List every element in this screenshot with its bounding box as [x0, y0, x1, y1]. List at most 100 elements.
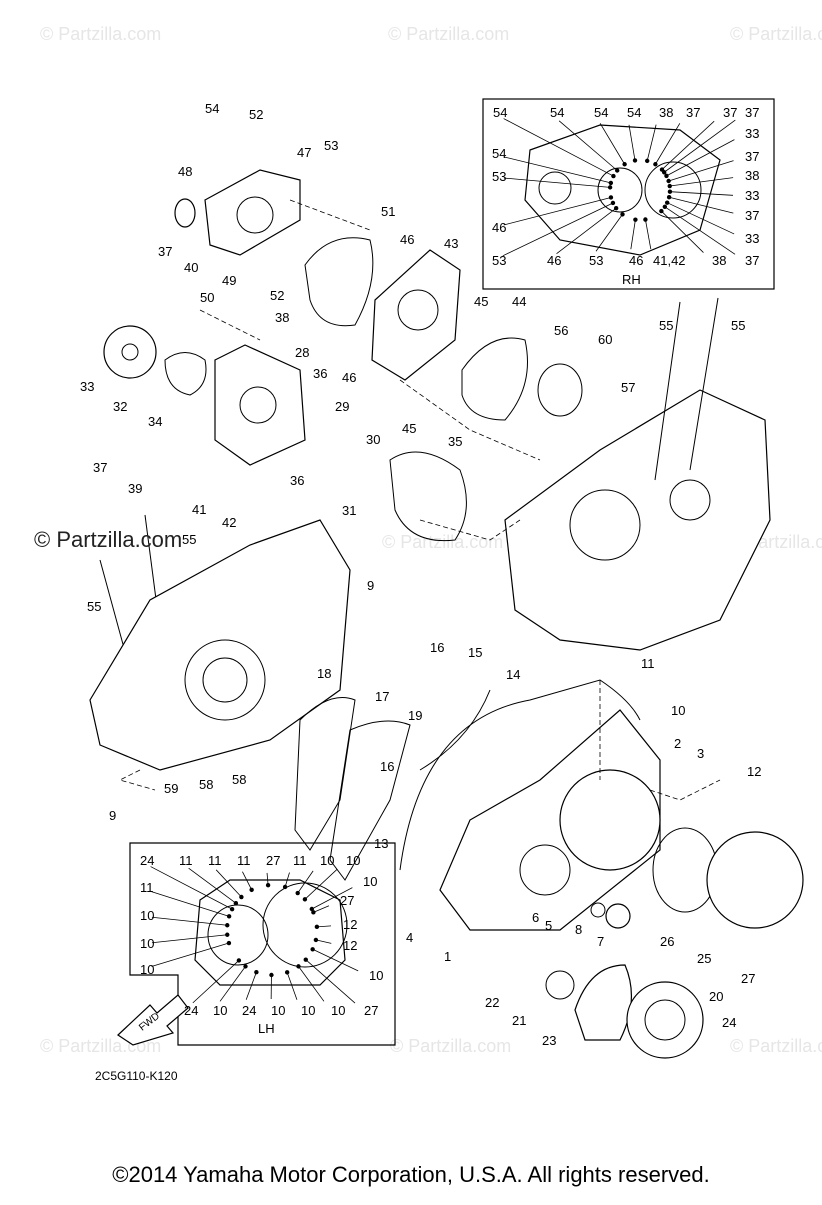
- part-drawings: [90, 170, 803, 1058]
- part-callout: 23: [542, 1033, 556, 1048]
- bolt-point: [249, 888, 253, 892]
- gasket-34: [165, 353, 206, 396]
- part-callout: 56: [554, 323, 568, 338]
- part-callout: 47: [297, 145, 311, 160]
- rh-inset-callout: 54: [492, 146, 506, 161]
- bolt-point: [269, 973, 273, 977]
- bolt-point: [665, 200, 669, 204]
- guide-19: [330, 721, 410, 880]
- bolt-point: [611, 174, 615, 178]
- part-callout: 10: [671, 703, 685, 718]
- gasket-44: [462, 338, 528, 420]
- part-callout: 31: [342, 503, 356, 518]
- pipe-14: [420, 690, 490, 770]
- lh-inset-callout: 11: [237, 853, 251, 868]
- lh-inset-callout: 11: [208, 853, 222, 868]
- bolt-point: [609, 195, 613, 199]
- lh-inset-callout: 27: [340, 893, 354, 908]
- part-callout: 16: [430, 640, 444, 655]
- rh-inset-callout: 53: [492, 253, 506, 268]
- rh-inset-callout: 54: [627, 105, 641, 120]
- part-callout: 58: [232, 772, 246, 787]
- watermark: © Partzilla.com: [388, 24, 509, 44]
- part-callout: 46: [342, 370, 356, 385]
- part-callout: 40: [184, 260, 198, 275]
- gasket-35: [390, 452, 466, 541]
- part-callout: 20: [709, 989, 723, 1004]
- rh-inset-callout: 33: [745, 126, 759, 141]
- rh-inset-callout: 46: [547, 253, 561, 268]
- rh-inset-callout: 46: [492, 220, 506, 235]
- part-callout: 36: [313, 366, 327, 381]
- plate-21: [546, 971, 574, 999]
- bolt-point: [234, 901, 238, 905]
- assembly-line: [400, 380, 540, 460]
- lh-inset-callout: 10: [363, 874, 377, 889]
- bolt-point: [668, 190, 672, 194]
- part-callout: 13: [374, 836, 388, 851]
- generator-cover-dome: [560, 770, 660, 870]
- part-callout: 29: [335, 399, 349, 414]
- part-callout: 50: [200, 290, 214, 305]
- part-callout: 19: [408, 708, 422, 723]
- lh-inset-callout: 10: [301, 1003, 315, 1018]
- part-callout: 12: [747, 764, 761, 779]
- bolt-point: [227, 914, 231, 918]
- gasket-26: [653, 828, 717, 912]
- part-callout: 43: [444, 236, 458, 251]
- guide-17: [295, 698, 355, 851]
- watermark: © Partzilla.com: [390, 1036, 511, 1056]
- cover-28: [215, 345, 305, 465]
- bolt-point: [611, 201, 615, 205]
- bolt-point: [659, 209, 663, 213]
- bolt-point: [666, 179, 670, 183]
- lh-inset-callout: 27: [364, 1003, 378, 1018]
- copyright-footer: ©2014 Yamaha Motor Corporation, U.S.A. A…: [0, 1162, 822, 1188]
- part-callout: 38: [275, 310, 289, 325]
- cover-43: [372, 250, 460, 380]
- part-callout: 25: [697, 951, 711, 966]
- part-callout: 42: [222, 515, 236, 530]
- part-callout: 14: [506, 667, 520, 682]
- part-callout: 34: [148, 414, 162, 429]
- oring-8: [591, 903, 605, 917]
- rh-inset-callout: 33: [745, 231, 759, 246]
- bolt-point: [285, 970, 289, 974]
- part-callout: 35: [448, 434, 462, 449]
- bolt-point: [230, 907, 234, 911]
- bolt-point: [622, 162, 626, 166]
- rh-inset-callout: 37: [745, 105, 759, 120]
- part-callout: 4: [406, 930, 413, 945]
- part-callout: 16: [380, 759, 394, 774]
- rh-inset-callout: 53: [589, 253, 603, 268]
- lh-inset-callout: 24: [140, 853, 154, 868]
- part-callout: 41: [192, 502, 206, 517]
- lh-inset-callout: 10: [331, 1003, 345, 1018]
- lh-inset-callout: 10: [271, 1003, 285, 1018]
- bolt-point: [653, 162, 657, 166]
- lh-inset-callout: 27: [266, 853, 280, 868]
- rh-inset-callout: 37: [723, 105, 737, 120]
- part-callout: 55: [659, 318, 673, 333]
- bolt-point: [314, 938, 318, 942]
- bolt-point: [303, 897, 307, 901]
- lh-inset-callout: 10: [369, 968, 383, 983]
- assembly-line: [120, 770, 155, 790]
- part-callout: 30: [366, 432, 380, 447]
- lh-inset-callout: 11: [179, 853, 193, 868]
- part-callout: 18: [317, 666, 331, 681]
- bolt-point: [266, 883, 270, 887]
- rh-inset-callout: 54: [594, 105, 608, 120]
- part-callout: 49: [222, 273, 236, 288]
- bolt-point: [662, 170, 666, 174]
- part-callout: 2: [674, 736, 681, 751]
- crankcase-left: [90, 520, 350, 770]
- rh-inset-callout: 37: [745, 208, 759, 223]
- bolt-point: [315, 925, 319, 929]
- bolt-point: [311, 910, 315, 914]
- part-callout: 55: [87, 599, 101, 614]
- bolt-point: [633, 158, 637, 162]
- part-callout: 32: [113, 399, 127, 414]
- bolt-point: [237, 958, 241, 962]
- part-callout: 1: [444, 949, 451, 964]
